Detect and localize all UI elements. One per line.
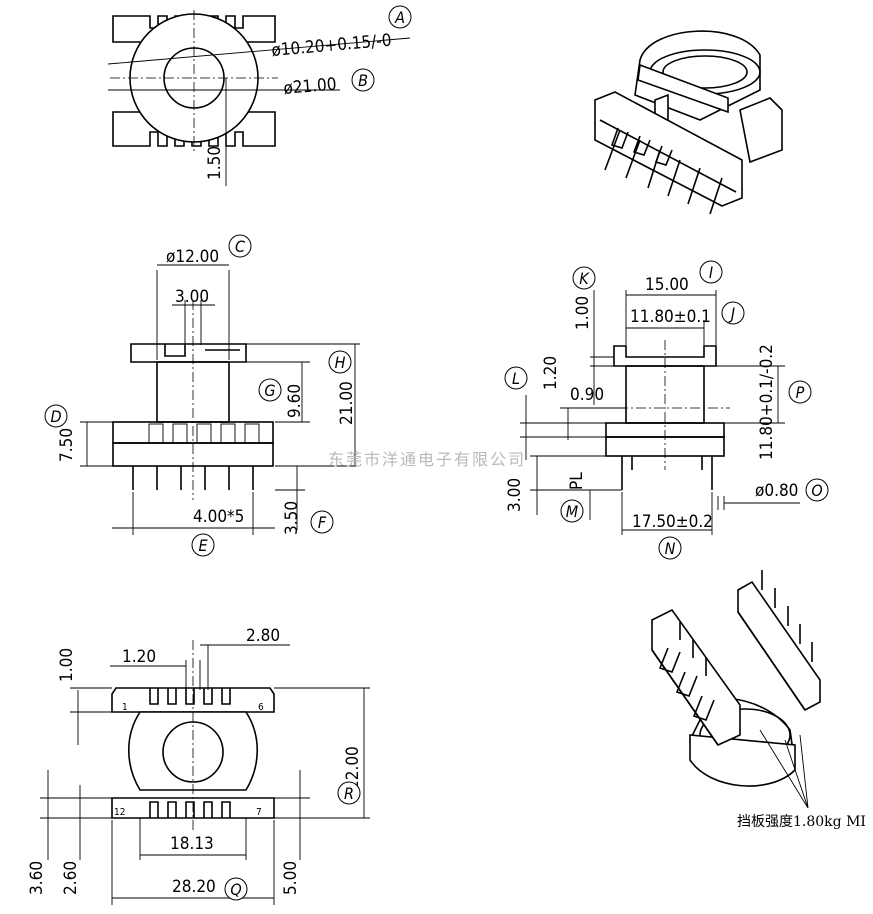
- dim-bot-100: 1.00: [57, 648, 77, 682]
- callout-b-letter: B: [358, 71, 368, 90]
- dim-side-090: 0.90: [570, 385, 604, 405]
- pin-6-label: 6: [258, 702, 264, 713]
- pin-1-label: 1: [122, 702, 128, 713]
- callout-q-letter: Q: [230, 880, 241, 899]
- dim-bot-360: 3.60: [27, 861, 47, 895]
- callout-e-letter: E: [198, 536, 208, 555]
- dim-bot-500: 5.00: [281, 861, 301, 895]
- top-view: ø10.20+0.15/-0 ø21.00 1.50 A B: [107, 5, 412, 186]
- dim-side-pin: ø0.80: [755, 481, 798, 501]
- dim-side-120: 1.20: [541, 356, 561, 390]
- callout-p-letter: P: [796, 383, 805, 402]
- dim-front-960: 9.60: [285, 384, 305, 418]
- callout-i-letter: I: [709, 263, 713, 282]
- pin-7-label: 7: [256, 807, 262, 818]
- strength-note: 挡板强度1.80kg MI: [737, 814, 866, 830]
- callout-n-letter: N: [665, 539, 676, 558]
- callout-j-letter: J: [728, 304, 735, 323]
- callout-l-letter: L: [512, 369, 520, 388]
- dim-side-1180: 11.80±0.1: [630, 307, 711, 327]
- dim-front-dia: ø12.00: [166, 247, 219, 267]
- dim-side-pl: PL: [567, 472, 587, 490]
- front-view: ø12.00 3.00 9.60 21.00 7.50 4.00*5 3.50 …: [44, 234, 360, 557]
- dim-bot-120: 1.20: [122, 647, 156, 667]
- callout-a-letter: A: [394, 8, 405, 27]
- callout-g-letter: G: [264, 381, 275, 400]
- company-watermark: 东莞市洋通电子有限公司: [328, 450, 526, 469]
- side-view: 15.00 11.80±0.1 1.00 1.20 0.90 11.80+0.1…: [504, 260, 829, 560]
- dim-bot-280: 2.80: [246, 626, 280, 646]
- isometric-view-lower: 挡板强度1.80kg MI: [651, 570, 866, 830]
- dim-front-300: 3.00: [175, 287, 209, 307]
- callout-d-letter: D: [50, 407, 61, 426]
- callout-b: [351, 68, 375, 92]
- dim-top-150: 1.50: [205, 146, 225, 180]
- callout-k-letter: K: [579, 269, 590, 288]
- dim-side-300: 3.00: [505, 478, 525, 512]
- dim-side-1750: 17.50±0.2: [632, 512, 713, 532]
- callout-f-letter: F: [318, 513, 327, 532]
- pin-12-label: 12: [114, 807, 125, 818]
- dim-front-350: 3.50: [282, 501, 302, 535]
- callout-c-letter: C: [235, 237, 246, 256]
- isometric-view-upper: [594, 30, 783, 215]
- dim-side-1500: 15.00: [645, 275, 689, 295]
- dim-top-outer: ø21.00: [283, 74, 338, 99]
- dim-bot-1813: 18.13: [170, 834, 214, 854]
- callout-r-letter: R: [344, 784, 354, 803]
- callout-o-letter: O: [811, 481, 822, 500]
- dim-side-100: 1.00: [573, 296, 593, 330]
- dim-side-1180v: 11.80+0.1/-0.2: [757, 344, 777, 460]
- dim-bot-260: 2.60: [61, 861, 81, 895]
- dim-front-750: 7.50: [57, 428, 77, 462]
- callout-m-letter: M: [566, 502, 579, 521]
- bottom-view: 1 6 12 7: [27, 626, 370, 905]
- dim-front-pitch: 4.00*5: [193, 507, 244, 527]
- dim-bot-2200: 22.00: [343, 746, 363, 790]
- dim-bot-2820: 28.20: [172, 877, 216, 897]
- dim-front-2100: 21.00: [337, 381, 357, 425]
- callout-h-letter: H: [335, 353, 346, 372]
- dim-top-hole: ø10.20+0.15/-0: [271, 31, 393, 61]
- callout-a: [388, 5, 412, 29]
